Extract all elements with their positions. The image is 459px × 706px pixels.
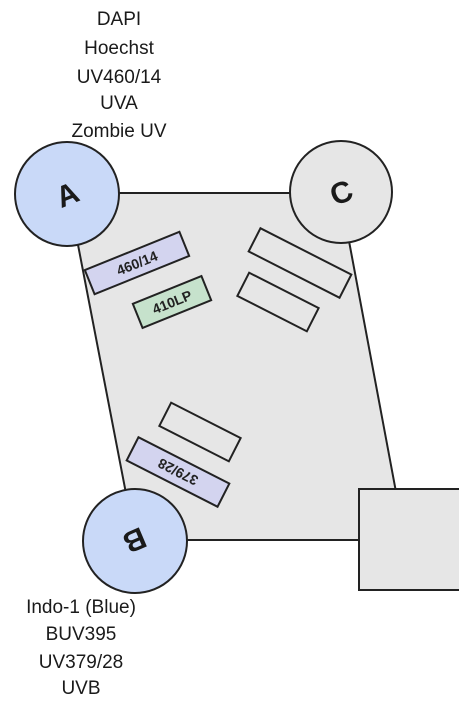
port-c: C [289,140,393,244]
empty-filter-slot [158,401,242,463]
port-a-label-1: DAPI [97,9,141,30]
empty-filter-slot [247,226,353,300]
port-a-label-2: Hoechst [84,38,154,59]
port-a-label-5: Zombie UV [71,121,166,142]
empty-filter-slot [236,271,320,333]
port-c-circle [289,140,393,244]
port-a-label-4: UVA [100,93,138,114]
port-b-label-1: Indo-1 (Blue) [26,597,136,618]
port-a: A [14,141,120,247]
port-b-label-4: UVB [61,678,100,699]
filter-379-28: 379/28 [125,435,231,509]
port-b-label-3: UV379/28 [39,652,124,673]
port-a-circle [14,141,120,247]
port-a-detector-labels: DAPI Hoechst UV460/14 UVA Zombie UV [71,9,166,142]
port-a-label-3: UV460/14 [77,67,162,88]
side-box [358,488,459,591]
filter-379-28-body [125,435,231,509]
port-b-label-2: BUV395 [46,624,117,645]
detector-block [66,192,407,541]
filter-410lp-body [131,274,213,330]
port-b-circle [82,488,188,594]
port-b: B [82,488,188,594]
filter-460-14-body [83,230,191,296]
port-b-detector-labels: Indo-1 (Blue) BUV395 UV379/28 UVB [26,597,136,699]
